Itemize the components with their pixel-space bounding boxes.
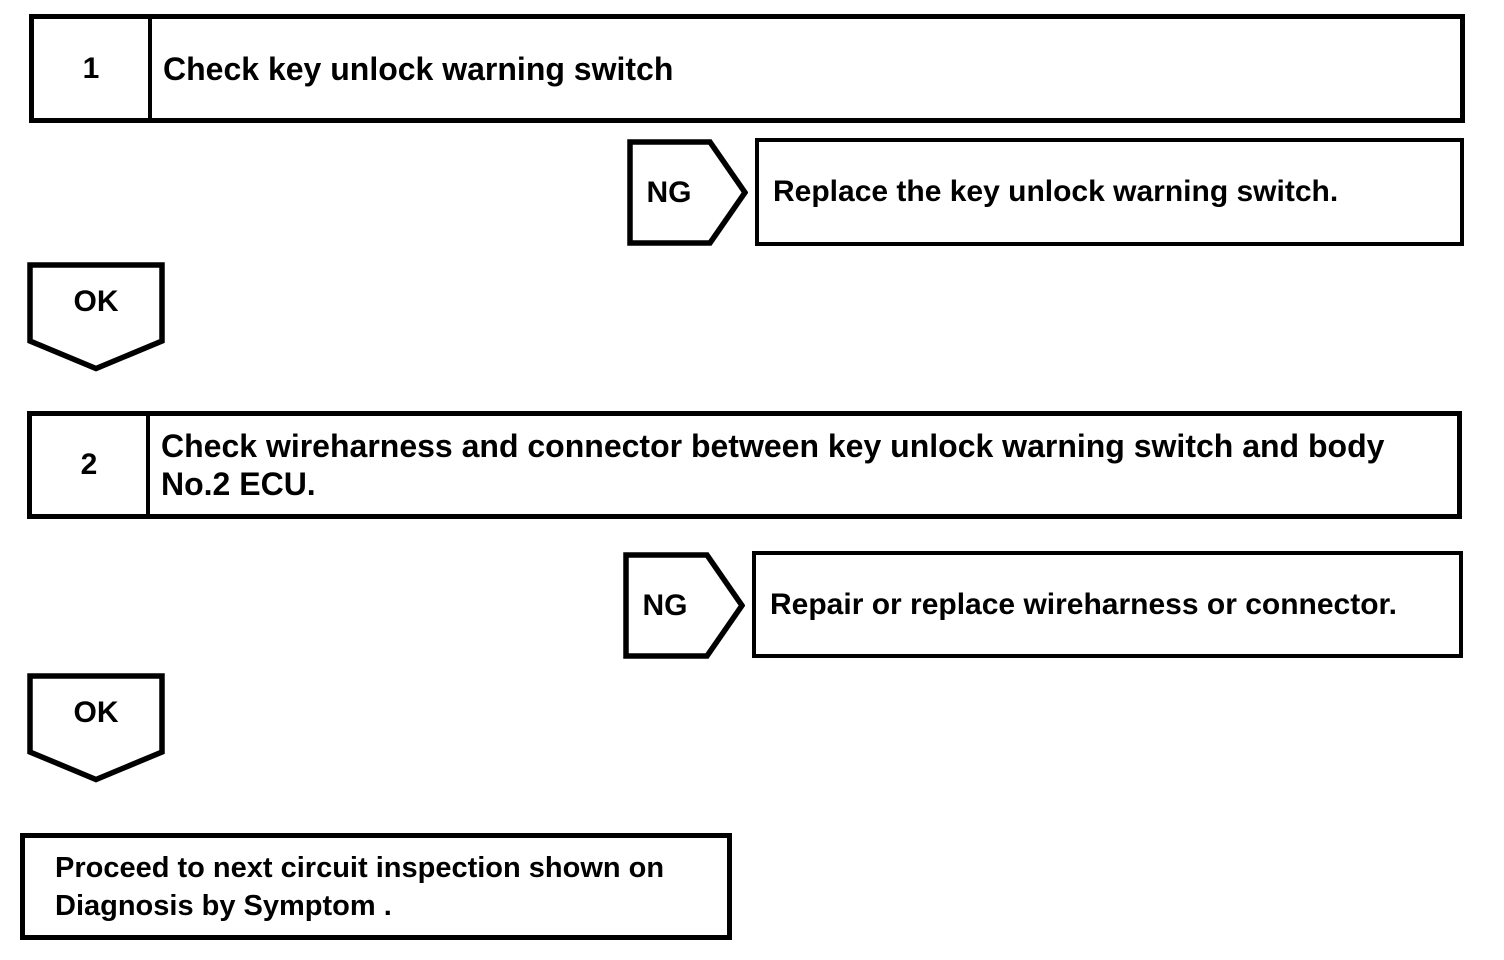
ok-arrow-down-icon bbox=[27, 262, 165, 372]
final-instruction-box: Proceed to next circuit inspection shown… bbox=[20, 833, 732, 940]
ng-action-box-1: Replace the key unlock warning switch. bbox=[755, 138, 1464, 246]
ng-action-1-text: Replace the key unlock warning switch. bbox=[773, 175, 1339, 208]
step-1-title-line-1: Check key unlock warning switch bbox=[163, 50, 674, 87]
final-box-line-1: Proceed to next circuit inspection shown… bbox=[55, 852, 665, 884]
ok-label-1: OK bbox=[73, 285, 119, 318]
ng-connector-2: NG bbox=[623, 552, 745, 659]
final-box-line-2: Diagnosis by Symptom . bbox=[55, 890, 392, 922]
step-1-title: Check key unlock warning switch bbox=[152, 19, 1460, 118]
ng-arrow-right-icon bbox=[623, 552, 745, 659]
ok-connector-2: OK bbox=[27, 673, 165, 783]
ng-connector-1: NG bbox=[627, 139, 748, 246]
step-2-number: 2 bbox=[32, 416, 150, 514]
step-2-title-line-1: Check wireharness and connector between … bbox=[161, 428, 1385, 464]
ng-action-2-text: Repair or replace wireharness or connect… bbox=[770, 587, 1397, 621]
ng-action-box-2: Repair or replace wireharness or connect… bbox=[752, 551, 1463, 658]
ok-arrow-down-icon bbox=[27, 673, 165, 783]
step-1-box: 1 Check key unlock warning switch bbox=[29, 14, 1465, 123]
ng-arrow-right-icon bbox=[627, 139, 748, 246]
step-2-box: 2 Check wireharness and connector betwee… bbox=[27, 411, 1462, 519]
ok-connector-1: OK bbox=[27, 262, 165, 372]
ng-label-2: NG bbox=[642, 588, 688, 622]
ok-label-2: OK bbox=[73, 696, 119, 729]
ng-label-1: NG bbox=[646, 175, 692, 209]
step-2-title: Check wireharness and connector between … bbox=[150, 416, 1457, 514]
step-1-number: 1 bbox=[34, 19, 152, 118]
step-2-title-line-2: No.2 ECU. bbox=[161, 466, 316, 502]
